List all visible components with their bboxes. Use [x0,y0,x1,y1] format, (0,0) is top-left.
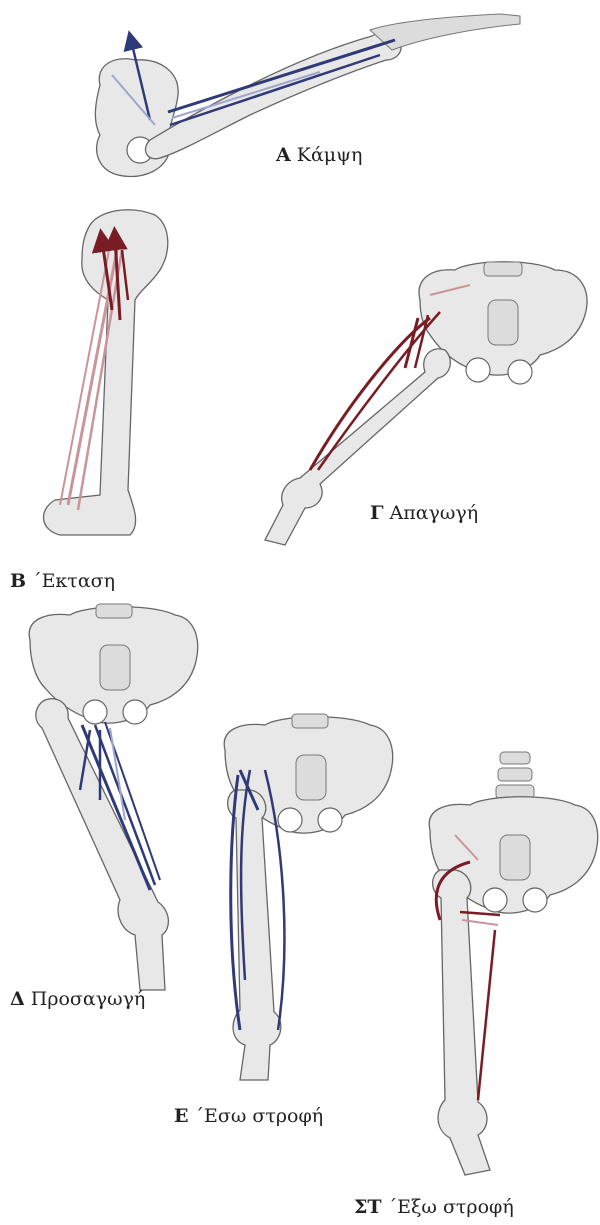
vertebra [484,262,522,276]
obturator-foramen [523,888,547,912]
sacrum [488,300,518,345]
obturator-foramen [508,360,532,384]
caption-text: Κάμψη [297,144,363,166]
caption-letter: ΣΤ [354,1196,382,1218]
obturator-foramen [123,700,147,724]
obturator-foramen [278,808,302,832]
caption-letter: Ε [174,1105,188,1127]
vertebra [500,752,530,764]
caption-letter: Δ [10,988,25,1010]
panel-e-internal-rotation [224,714,392,1080]
panel-st-external-rotation [429,752,597,1175]
caption-letter: Α [276,144,291,166]
caption-text: ΄Εξω στροφή [388,1196,514,1218]
tibia [370,14,520,50]
caption-text: ΄Εσω στροφή [194,1105,323,1127]
obturator-foramen [483,888,507,912]
panel-d-adduction [29,604,197,990]
caption-text: Απαγωγή [390,502,479,524]
flexor-muscle-line [170,55,380,125]
sacrum [500,835,530,880]
caption-g: Γ Απαγωγή [370,502,478,524]
caption-d: Δ Προσαγωγή [10,988,145,1010]
caption-st: ΣΤ ΄Εξω στροφή [354,1196,514,1218]
femur [433,870,490,1175]
caption-text: ΄Εκταση [32,570,115,592]
sacrum [100,645,130,690]
caption-letter: Β [10,570,26,592]
panel-b-extension [44,210,168,535]
obturator-foramen [466,358,490,382]
sacrum [296,755,326,800]
femur [228,790,281,1080]
caption-b: Β ΄Εκταση [10,570,115,592]
vertebra [96,604,132,618]
vertebra [498,768,532,781]
obturator-foramen [83,700,107,724]
obturator-foramen [318,808,342,832]
caption-text: Προσαγωγή [31,988,146,1010]
caption-a: Α Κάμψη [276,144,362,166]
caption-e: Ε ΄Εσω στροφή [174,1105,323,1127]
caption-letter: Γ [370,502,384,524]
vertebra [292,714,328,728]
external-rotator-muscle-line [478,930,495,1100]
